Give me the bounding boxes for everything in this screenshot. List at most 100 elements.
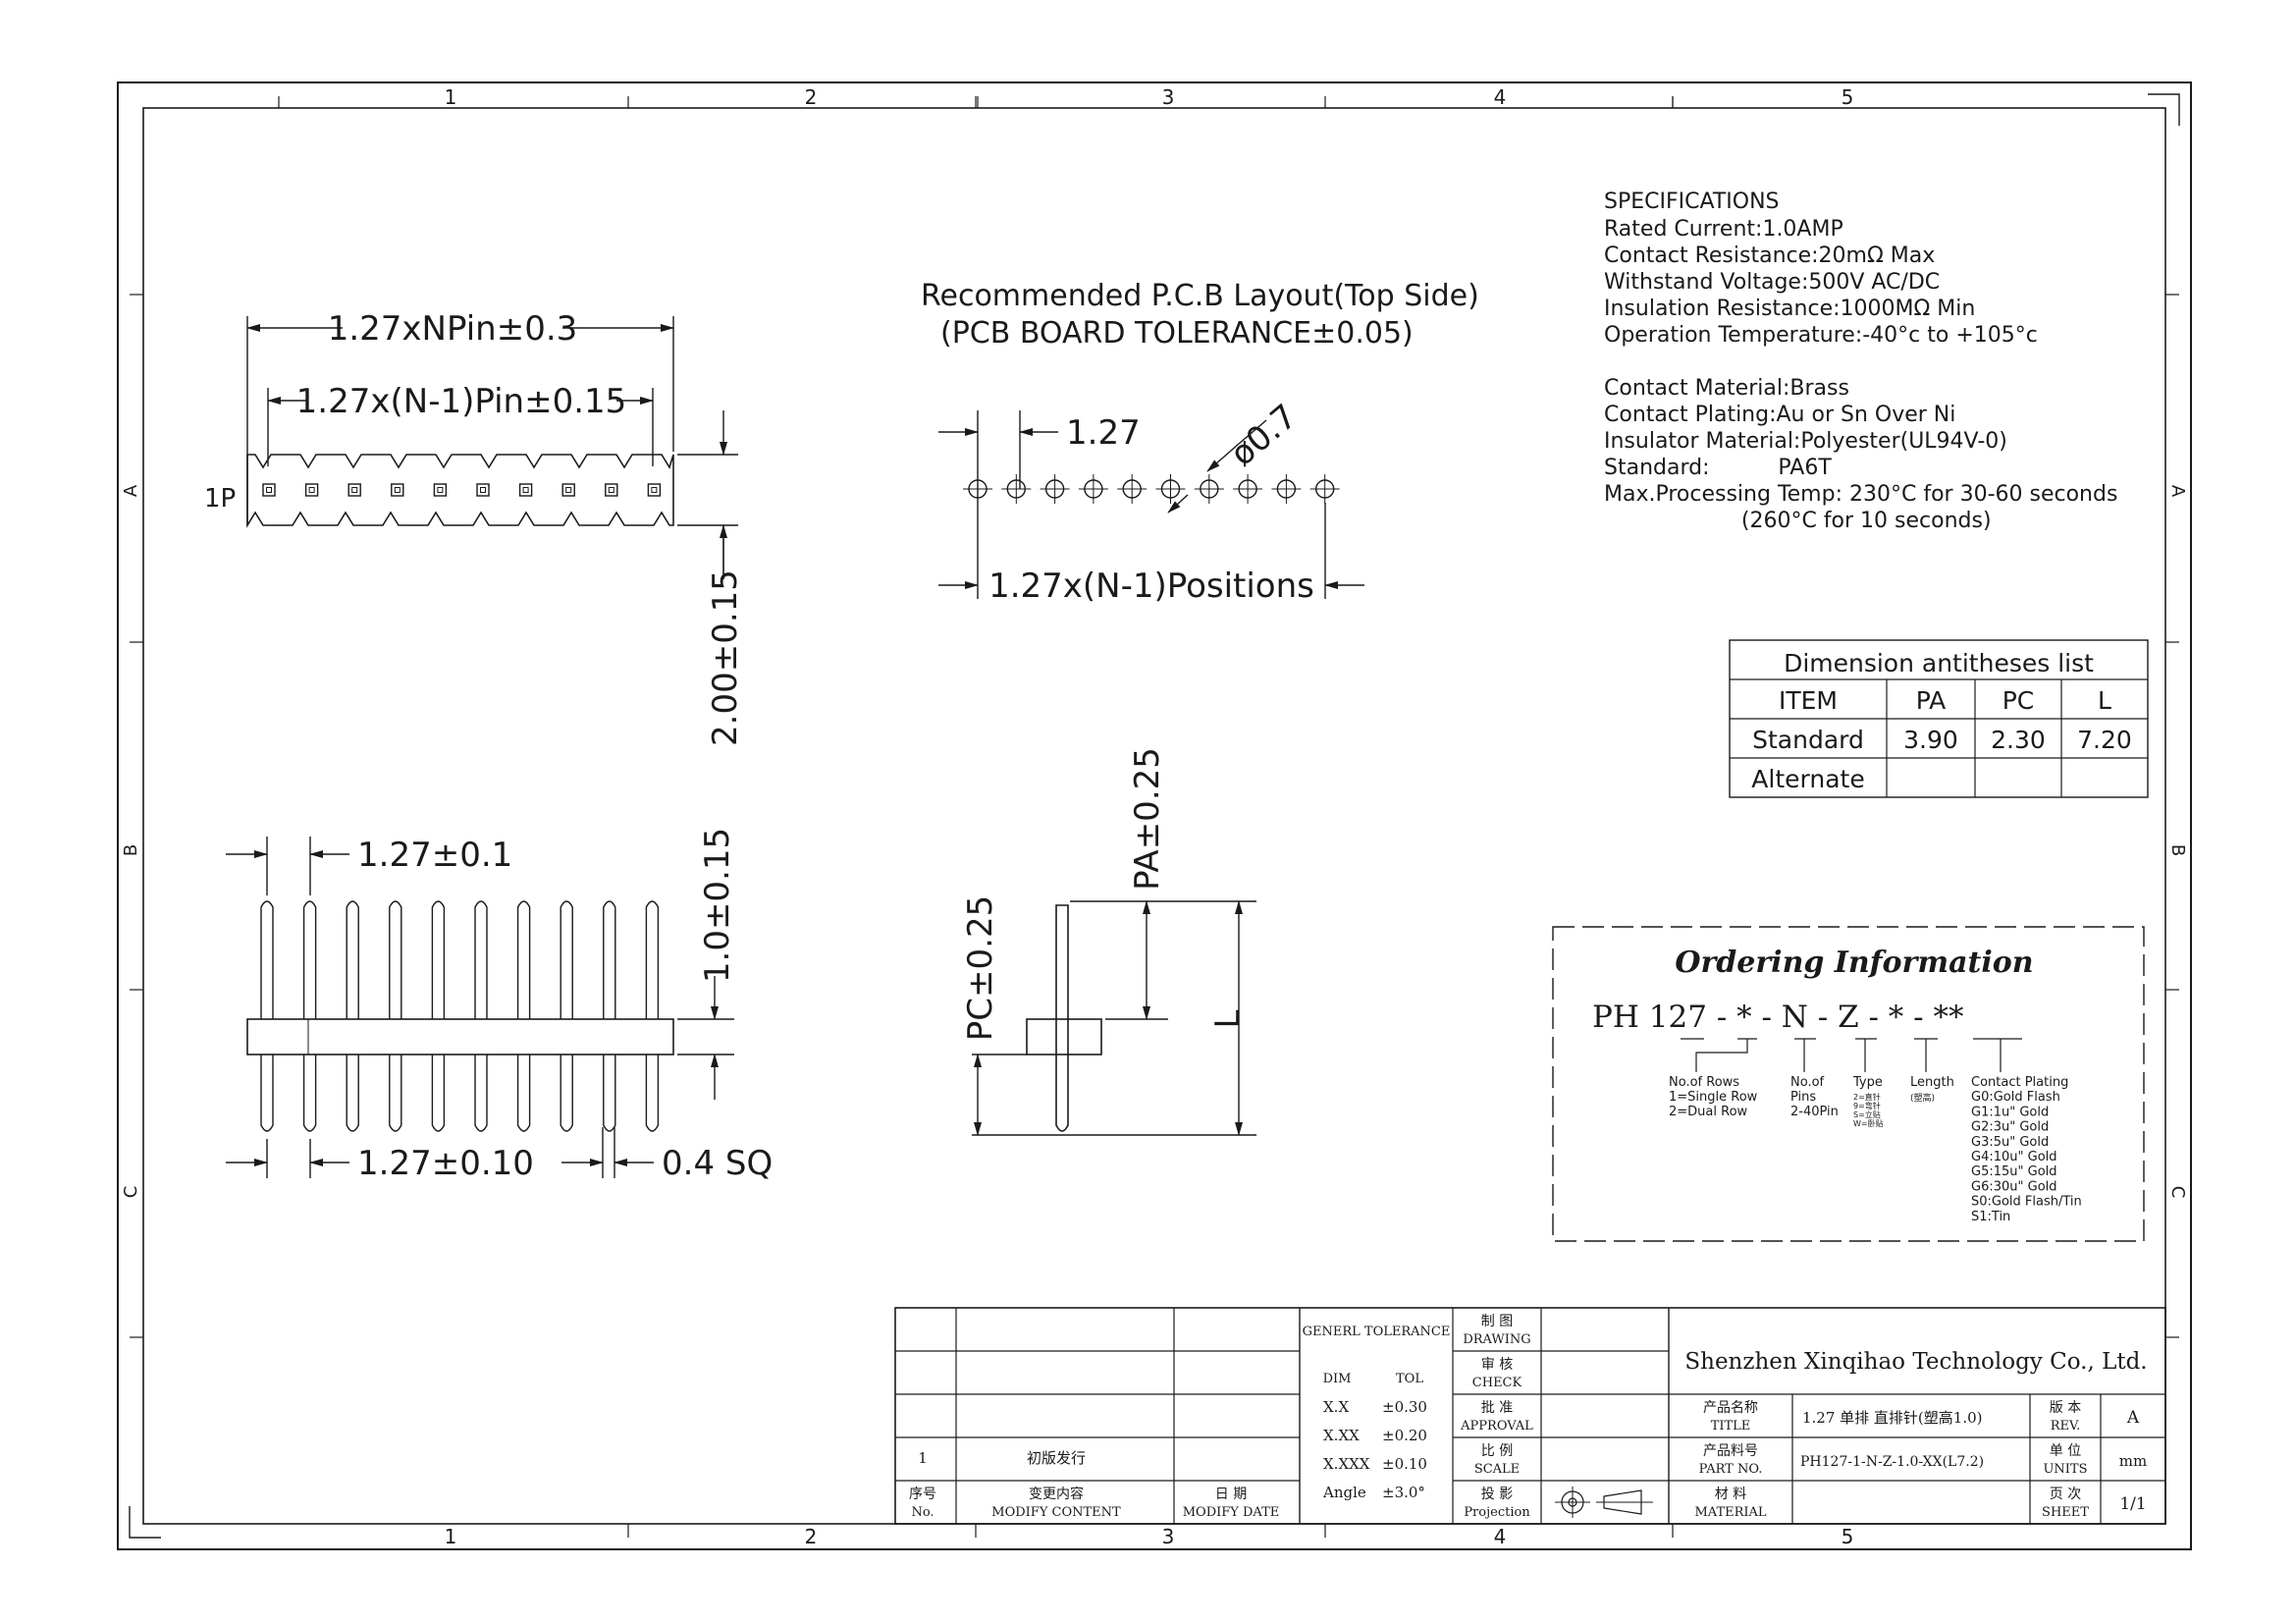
front-pin-top (560, 900, 573, 1019)
front-pin-top (516, 900, 531, 1019)
pin-square-inner (651, 487, 658, 493)
tolerance-dim: Angle (1322, 1484, 1366, 1501)
dimension-table-cell: 7.20 (2077, 726, 2132, 754)
tolerance-dim: X.XXX (1323, 1455, 1370, 1473)
dimension-table-header: L (2098, 686, 2111, 715)
row-label-left: C (121, 1186, 141, 1199)
pin-square-inner (480, 487, 486, 493)
dimension-table-cell: Alternate (1751, 765, 1864, 793)
column-label-bottom: 1 (445, 1525, 457, 1548)
side-housing (1026, 1018, 1102, 1055)
pin-square (391, 483, 404, 497)
front-pin-top (431, 900, 446, 1019)
front-pin-bottom (260, 1055, 274, 1132)
front-pin-bottom (645, 1055, 660, 1132)
role-label-cn: 投 影 (1481, 1487, 1513, 1502)
ordering-legend-line: S1:Tin (1971, 1210, 2010, 1224)
revision-content: 初版发行 (1027, 1449, 1086, 1467)
spec-line: Contact Material:Brass (1604, 376, 1849, 401)
units-label-en: UNITS (2043, 1462, 2087, 1477)
pin-square (304, 483, 319, 497)
title-label-cn: 产品名称 (1703, 1400, 1758, 1416)
height-dim: 2.00±0.15 (706, 569, 745, 746)
pitch-span-dim: 1.27x(N-1)Pin±0.15 (296, 382, 627, 421)
dimension-table-cell: 2.30 (1991, 726, 2046, 754)
col-content-en: MODIFY CONTENT (991, 1505, 1121, 1520)
front-pin-top (389, 900, 402, 1019)
spec-line: Insulation Resistance:1000MΩ Min (1604, 297, 1975, 321)
ordering-legend-line: G5:15u" Gold (1971, 1164, 2057, 1179)
col-no-en: No. (911, 1505, 934, 1520)
spec-line: Max.Processing Temp: 230°C for 30-60 sec… (1604, 482, 2117, 507)
spec-line: Operation Temperature:-40°c to +105°c (1604, 323, 2038, 348)
pin-square (262, 483, 276, 497)
column-label-bottom: 3 (1162, 1525, 1175, 1548)
overall-length-dim: 1.27xNPin±0.3 (328, 309, 578, 349)
units-label-cn: 单 位 (2050, 1443, 2081, 1459)
positions-dim: 1.27x(N-1)Positions (988, 567, 1314, 606)
zone-ticks (130, 96, 2179, 1538)
pin-square-inner (565, 487, 572, 493)
front-housing (246, 1018, 674, 1055)
front-pin-top (302, 900, 317, 1019)
role-label-cn: 制 图 (1481, 1314, 1513, 1329)
front-pin-top (474, 900, 488, 1019)
pcb-layout-subtitle: (PCB BOARD TOLERANCE±0.05) (940, 316, 1414, 351)
pin-square-inner (608, 487, 614, 493)
ordering-title: Ordering Information (1675, 946, 2033, 980)
sheet-value: 1/1 (2119, 1494, 2146, 1514)
role-label-en: SCALE (1474, 1462, 1520, 1477)
ordering-legend-line: (塑高) (1910, 1092, 1935, 1104)
role-label-cn: 审 核 (1481, 1357, 1513, 1373)
revision-number: 1 (918, 1449, 928, 1467)
part-label-en: PART NO. (1699, 1462, 1763, 1477)
material-label-cn: 材 料 (1715, 1487, 1746, 1502)
dimension-table-header: ITEM (1779, 686, 1838, 715)
front-pin-bottom (389, 1055, 402, 1132)
col-date-cn: 日 期 (1215, 1487, 1247, 1502)
pcb-layout: Recommended P.C.B Layout(Top Side) (PCB … (921, 279, 1479, 606)
row-label-left: A (121, 484, 141, 497)
ordering-legend-line: G2:3u" Gold (1971, 1120, 2049, 1135)
role-label-en: APPROVAL (1460, 1419, 1533, 1434)
rev-label-cn: 版 本 (2050, 1400, 2081, 1416)
front-pitch-bottom-dim: 1.27±0.10 (357, 1144, 534, 1183)
pin-square-inner (308, 487, 315, 493)
ordering-legend-line: No.of Rows (1669, 1075, 1739, 1090)
pcb-layout-title: Recommended P.C.B Layout(Top Side) (921, 279, 1479, 313)
role-label-en: DRAWING (1463, 1332, 1530, 1347)
ordering-legend-line: Type (1852, 1075, 1883, 1090)
front-pin-bottom (346, 1055, 359, 1132)
ordering-information: Ordering Information PH 127 - * - N - Z … (1552, 926, 2145, 1242)
front-view: 1.27±0.1 1.0±0.15 1.27±0.10 0.4 SQ (226, 828, 773, 1183)
role-label-cn: 批 准 (1481, 1400, 1513, 1416)
tolerance-dim: X.X (1323, 1398, 1349, 1416)
projection-symbol (1555, 1487, 1653, 1518)
top-view: 1.27xNPin±0.3 1.27x(N-1)Pin±0.15 1P 2.00… (204, 309, 745, 746)
ordering-legend-line: 2-40Pin (1790, 1105, 1839, 1119)
sheet-label-cn: 页 次 (2050, 1487, 2081, 1502)
pin-square (561, 483, 575, 497)
front-pin-bottom (431, 1055, 446, 1132)
units-value: mm (2119, 1452, 2147, 1470)
row-label-right: B (2167, 844, 2188, 856)
pin-square (433, 483, 448, 497)
ordering-legend-line: Length (1910, 1075, 1954, 1090)
front-pin-top (645, 900, 660, 1019)
ordering-legend-line: G1:1u" Gold (1971, 1105, 2049, 1119)
spec-line: Standard: PA6T (1604, 456, 1832, 480)
part-number-value: PH127-1-N-Z-1.0-XX(L7.2) (1800, 1454, 1984, 1470)
pin-square-inner (351, 487, 358, 493)
front-pin-bottom (302, 1055, 317, 1132)
row-label-right: C (2167, 1186, 2188, 1199)
title-label-en: TITLE (1711, 1419, 1751, 1434)
ordering-legend-line: Contact Plating (1971, 1075, 2068, 1090)
title-value: 1.27 单排 直排针(塑高1.0) (1802, 1409, 1983, 1427)
col-content-cn: 变更内容 (1029, 1486, 1084, 1502)
ordering-legend-line: G0:Gold Flash (1971, 1090, 2060, 1105)
column-label-top: 1 (445, 85, 457, 109)
